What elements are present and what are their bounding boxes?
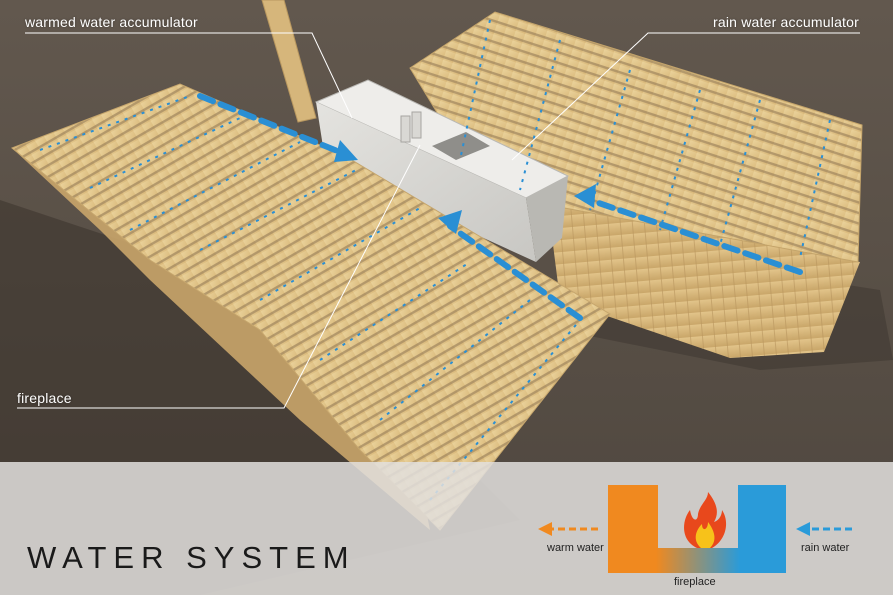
fire-icon [684, 492, 727, 548]
arrow-head [574, 184, 596, 208]
warmed-water-accumulator-label: warmed water accumulator [25, 14, 198, 30]
left-roof-underside [12, 148, 430, 530]
page-title: WATER SYSTEM [27, 540, 356, 575]
rain-water-tank [738, 485, 786, 573]
rain-water-accumulator-label: rain water accumulator [712, 14, 859, 30]
legend-rain-water: rain water [801, 542, 850, 554]
leader-line [25, 32, 353, 119]
timber-pole [261, 0, 317, 123]
right-roof-side [548, 205, 860, 358]
arrow-left-icon [796, 522, 810, 536]
concrete-block-front [316, 102, 536, 262]
concrete-block-side [526, 176, 568, 262]
chimney [411, 111, 422, 139]
leader-line [511, 32, 860, 161]
arrow-head [438, 210, 462, 234]
flow-lines [39, 19, 831, 501]
chimney [400, 115, 411, 143]
legend-fireplace: fireplace [674, 576, 716, 588]
fireplace-opening [432, 132, 490, 160]
warm-water-tank [608, 485, 658, 573]
arrow-head [334, 140, 358, 162]
arrow-left-icon [538, 522, 552, 536]
legend-warm-water: warm water [547, 542, 604, 554]
collector-arrows [197, 93, 803, 321]
leader-line [17, 144, 421, 409]
fireplace-pipe [656, 548, 740, 573]
fireplace-label: fireplace [17, 390, 72, 406]
